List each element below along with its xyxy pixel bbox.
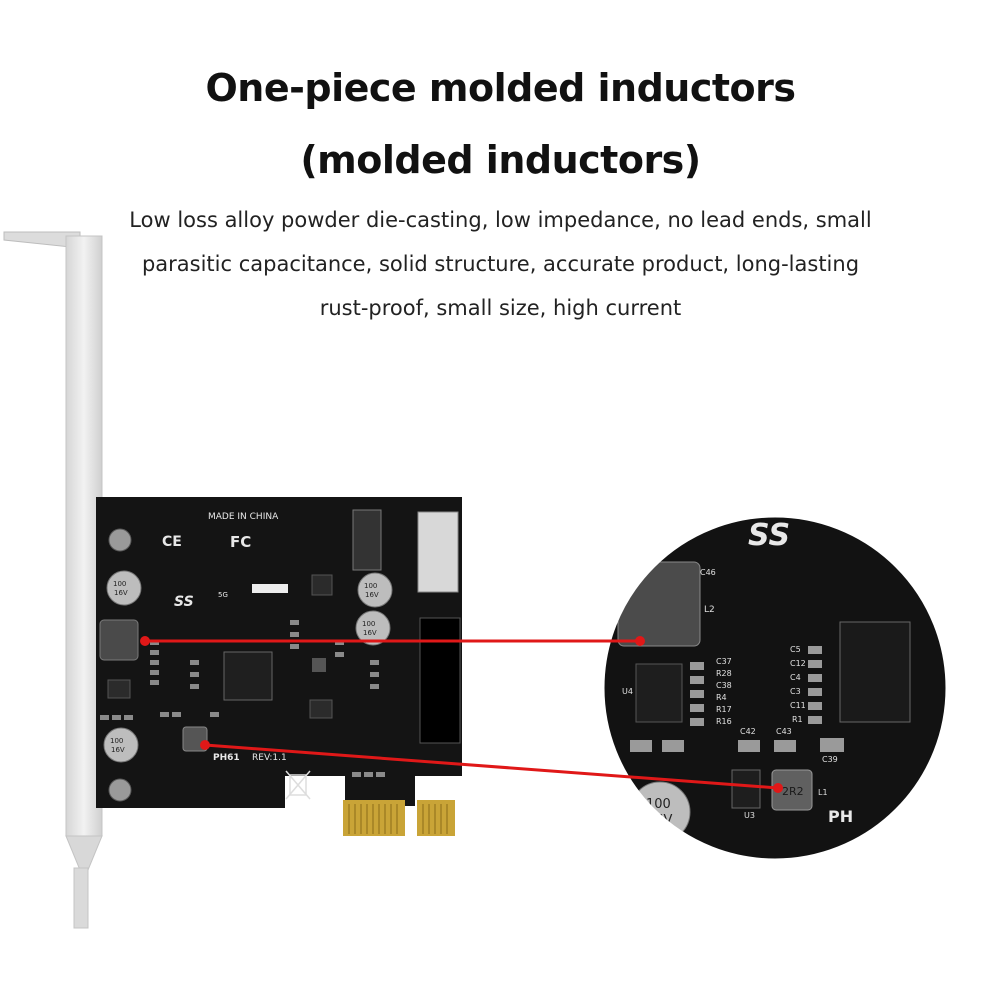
zoom-label: C5 (790, 645, 801, 654)
svg-text:16V: 16V (365, 591, 379, 599)
fc-mark: FC (230, 533, 251, 551)
zoom-l2-label: L2 (704, 605, 715, 615)
zoom-label: C12 (790, 659, 806, 668)
zoom-inductor-l2 (617, 561, 701, 647)
jumper (252, 584, 288, 593)
usb-logo: SS (174, 594, 194, 610)
capacitor: 100 16V (357, 572, 393, 608)
zoom-label: R16 (716, 717, 732, 726)
zoom-l1-code: 2R2 (782, 785, 804, 798)
svg-text:100: 100 (113, 580, 126, 588)
zoom-label: R1 (792, 715, 803, 724)
model-label: PH61 (213, 753, 240, 763)
capacitor: 100 16V (103, 727, 139, 763)
zoom-l1-label: L1 (818, 788, 828, 797)
weee-icon (285, 770, 311, 800)
svg-text:100: 100 (110, 737, 123, 745)
description-line-3: rust-proof, small size, high current (319, 296, 682, 320)
screw-icon (108, 778, 132, 802)
pointer-dot (200, 740, 210, 750)
zoom-u4-chip (635, 663, 683, 723)
made-in-label: MADE IN CHINA (208, 512, 279, 522)
internal-usb-header (419, 617, 461, 744)
zoom-label: C39 (822, 755, 838, 764)
zoom-label: C43 (776, 727, 792, 736)
description-line-1: Low loss alloy powder die-casting, low i… (129, 208, 872, 232)
zoom-label: C4 (790, 673, 801, 682)
zoom-label: C37 (716, 657, 732, 666)
zoom-label: R28 (716, 669, 732, 678)
inductor-l2 (99, 619, 139, 661)
screw-icon (108, 528, 132, 552)
zoom-u3-chip (731, 769, 761, 809)
zoom-label: U3 (744, 811, 755, 820)
svg-text:16V: 16V (111, 746, 125, 754)
pointer-dot (140, 636, 150, 646)
zoom-usb-logo: SS (748, 518, 790, 553)
zoom-magnifier: SS L2 C37 R28 C38 (601, 514, 949, 862)
zoom-model-label: PH (828, 807, 853, 826)
zoom-label: C3 (790, 687, 801, 696)
capacitor: 100 16V (106, 570, 142, 606)
pointer-dot (635, 636, 645, 646)
zoom-label: C11 (790, 701, 806, 710)
pin-header (352, 509, 382, 571)
usb-c-connector (417, 511, 459, 593)
pci-bracket (3, 231, 103, 929)
zoom-label: C42 (740, 727, 756, 736)
pointer-dot (773, 783, 783, 793)
zoom-controller-chip (839, 621, 911, 723)
svg-text:16V: 16V (114, 589, 128, 597)
pointer-lines (140, 636, 783, 793)
usb-speed: 5G (218, 591, 228, 599)
svg-text:100: 100 (364, 582, 377, 590)
zoom-label: R4 (716, 693, 727, 702)
ce-mark: CE (162, 534, 182, 550)
controller-chip (223, 651, 273, 701)
zoom-label: R17 (716, 705, 732, 714)
gold-connector (343, 800, 455, 836)
crystal (312, 658, 326, 672)
zoom-inductor-l1 (771, 769, 813, 811)
svg-text:100: 100 (362, 620, 375, 628)
capacitor: 100 16V (355, 610, 391, 646)
headline-line-1: One-piece molded inductors (205, 66, 796, 110)
revision-label: REV:1.1 (252, 753, 287, 763)
zoom-label: C38 (716, 681, 732, 690)
description-line-2: parasitic capacitance, solid structure, … (141, 252, 860, 276)
svg-text:16V: 16V (363, 629, 377, 637)
headline-line-2: (molded inductors) (300, 138, 701, 182)
zoom-label: C46 (700, 568, 716, 577)
pcb-board: MADE IN CHINA CE FC SS 5G PH61 REV:1.1 1… (96, 497, 462, 836)
zoom-label: U4 (622, 687, 633, 696)
